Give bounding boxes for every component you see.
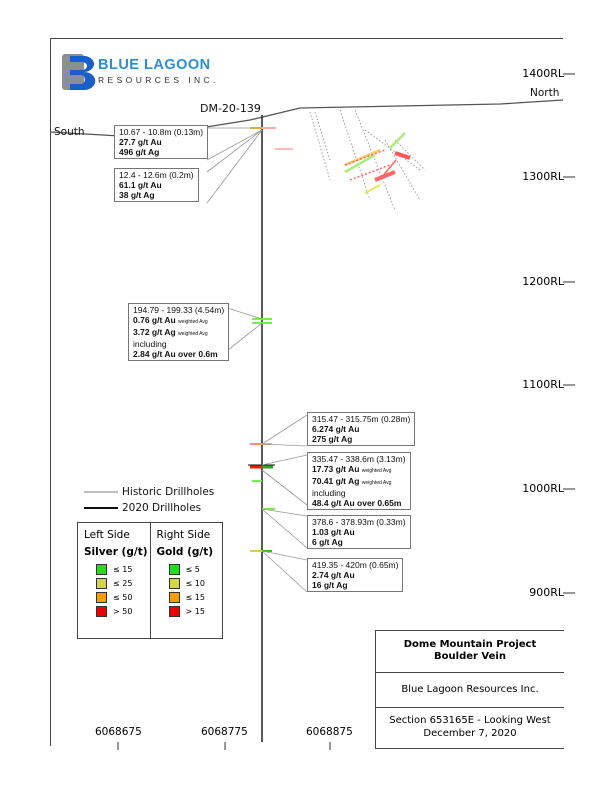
section-name: Section 653165E - Looking West [389, 715, 551, 726]
drillhole-line-legend [84, 491, 118, 509]
direction-south: South [54, 126, 85, 138]
easting-label: 6068875 [306, 726, 353, 738]
title-section: Section 653165E - Looking West December … [376, 708, 564, 748]
historic-drillholes [309, 109, 426, 211]
legend-side-label: Right Side [156, 529, 211, 541]
intercept-box: 10.67 - 10.8m (0.13m) 27.7 g/t Au 496 g/… [114, 125, 209, 159]
weighted-note: weighted Avg [361, 480, 392, 486]
intercept-box: 335.47 - 338.6m (3.13m) 17.73 g/t Au wei… [307, 452, 411, 510]
legend-item-label: > 15 [185, 606, 205, 616]
intercept-au: 0.76 g/t Au [133, 315, 176, 325]
including-value: 2.84 g/t Au over 0.6m [133, 349, 218, 359]
map-frame [50, 38, 563, 746]
intercept-ag: 3.72 g/t Ag [133, 327, 176, 337]
including-value: 48.4 g/t Au over 0.65m [312, 498, 402, 508]
legend-right-column: Right Side Gold (g/t) ≤ 5 ≤ 10 ≤ 15 > 15 [149, 523, 223, 638]
title-block: Dome Mountain Project Boulder Vein Blue … [375, 630, 564, 749]
intercept-ag: 6 g/t Ag [312, 537, 343, 547]
intercept-box: 315.47 - 315.75m (0.28m) 6.274 g/t Au 27… [307, 412, 416, 446]
legend-item: ≤ 50 [96, 591, 150, 603]
legend-item-label: ≤ 25 [113, 578, 133, 588]
company-logo [62, 54, 96, 90]
intercept-au: 27.7 g/t Au [119, 137, 162, 147]
section-date: December 7, 2020 [423, 728, 517, 739]
intercept-interval: 194.79 - 199.33 (4.54m) [133, 305, 225, 315]
legend-item: ≤ 15 [168, 591, 223, 603]
leader-lines [206, 127, 308, 593]
intercept-box: 419.35 - 420m (0.65m) 2.74 g/t Au 16 g/t… [307, 558, 404, 592]
color-swatch [96, 591, 107, 603]
legend-historic-label: Historic Drillholes [122, 486, 215, 498]
historic-assays [275, 132, 411, 194]
intercept-interval: 10.67 - 10.8m (0.13m) [119, 127, 204, 137]
legend-item-label: ≤ 10 [185, 578, 205, 588]
including-label: including [312, 488, 346, 498]
legend-item-label: > 50 [113, 606, 133, 616]
rl-label: 1000RL [522, 482, 564, 495]
intercept-box: 194.79 - 199.33 (4.54m) 0.76 g/t Au weig… [128, 303, 230, 361]
project-name: Dome Mountain Project [403, 639, 537, 650]
rl-label: 1400RL [522, 67, 564, 80]
color-swatch [96, 563, 107, 575]
rl-label: 1300RL [522, 170, 564, 183]
legend-item: > 15 [168, 605, 223, 617]
legend-item: ≤ 10 [168, 577, 223, 589]
intercept-interval: 335.47 - 338.6m (3.13m) [312, 454, 406, 464]
intercept-interval: 12.4 - 12.6m (0.2m) [119, 170, 194, 180]
legend-item: > 50 [96, 605, 150, 617]
intercept-au: 2.74 g/t Au [312, 570, 355, 580]
intercept-ag: 38 g/t Ag [119, 190, 155, 200]
legend-item-label: ≤ 15 [113, 564, 133, 574]
legend-item-label: ≤ 50 [113, 592, 133, 602]
rl-label: 1100RL [522, 378, 564, 391]
weighted-note: weighted Avg [178, 331, 208, 337]
easting-label: 6068675 [95, 726, 142, 738]
color-swatch [168, 563, 180, 575]
including-label: including [133, 339, 167, 349]
intercept-ag: 70.41 g/t Ag [312, 476, 360, 486]
logo-wordmark: BLUE LAGOON [98, 57, 211, 73]
logo-subtitle: RESOURCES INC. [98, 75, 219, 85]
color-swatch [168, 577, 180, 589]
legend-item: ≤ 5 [168, 563, 223, 575]
rl-label: 1200RL [522, 275, 564, 288]
intercept-box: 12.4 - 12.6m (0.2m) 61.1 g/t Au 38 g/t A… [114, 168, 199, 202]
title-project: Dome Mountain Project Boulder Vein [376, 631, 564, 673]
intercept-au: 6.274 g/t Au [312, 424, 360, 434]
intercept-au: 17.73 g/t Au [312, 464, 360, 474]
intercept-box: 378.6 - 378.93m (0.33m) 1.03 g/t Au 6 g/… [307, 515, 411, 549]
drillhole-label: DM-20-139 [200, 102, 261, 115]
legend-metal-label: Gold (g/t) [156, 546, 214, 558]
vein-name: Boulder Vein [434, 651, 506, 662]
intercept-ag: 496 g/t Ag [119, 147, 160, 157]
color-swatch [168, 605, 180, 617]
intercept-au: 61.1 g/t Au [119, 180, 162, 190]
color-swatch [96, 577, 107, 589]
legend-item-label: ≤ 15 [185, 592, 205, 602]
intercept-ag: 16 g/t Ag [312, 580, 348, 590]
legend-item: ≤ 15 [96, 563, 150, 575]
legend-item-label: ≤ 5 [185, 564, 200, 574]
legend-metal-label: Silver (g/t) [84, 546, 148, 558]
intercept-interval: 419.35 - 420m (0.65m) [312, 560, 399, 570]
intercept-interval: 378.6 - 378.93m (0.33m) [312, 517, 406, 527]
legend-left-column: Left Side Silver (g/t) ≤ 15 ≤ 25 ≤ 50 > … [78, 523, 150, 638]
easting-label: 6068775 [201, 726, 248, 738]
color-swatch [168, 591, 180, 603]
legend-item: ≤ 25 [96, 577, 150, 589]
direction-north: North [530, 87, 560, 99]
intercept-au: 1.03 g/t Au [312, 527, 355, 537]
color-swatch [96, 605, 107, 617]
intercept-interval: 315.47 - 315.75m (0.28m) [312, 414, 411, 424]
weighted-note: weighted Avg [178, 319, 208, 325]
intercept-ag: 275 g/t Ag [312, 434, 353, 444]
weighted-note: weighted Avg [361, 468, 392, 474]
legend-side-label: Left Side [84, 529, 130, 541]
grade-legend: Left Side Silver (g/t) ≤ 15 ≤ 25 ≤ 50 > … [77, 522, 223, 639]
rl-label: 900RL [529, 586, 564, 599]
legend-2020-label: 2020 Drillholes [122, 502, 202, 514]
title-company: Blue Lagoon Resources Inc. [376, 673, 564, 708]
